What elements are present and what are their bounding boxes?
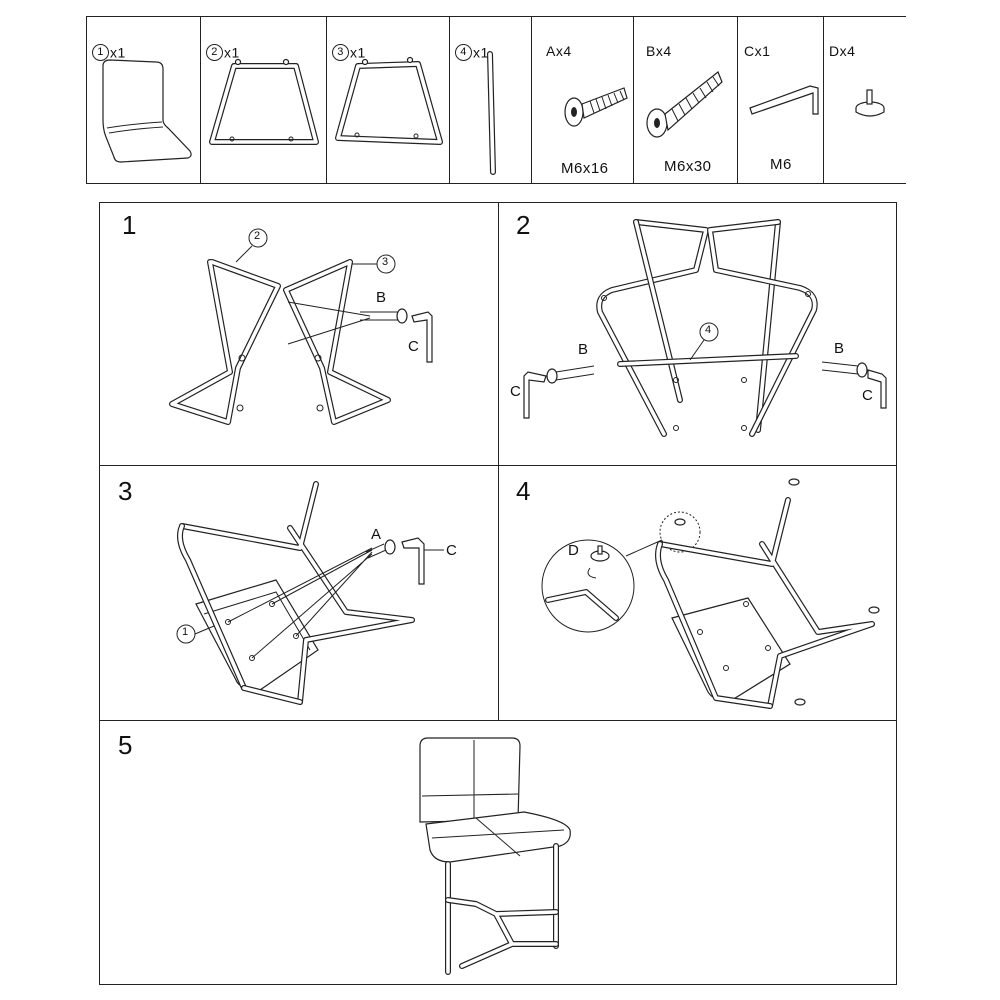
table-divider <box>531 17 532 183</box>
part-number-circle: 1 <box>92 43 109 61</box>
chair-glides-drawing <box>655 497 875 709</box>
upside-down-chair-drawing <box>177 481 415 705</box>
step-3-callout-a: A <box>371 526 382 543</box>
grid-divider-horizontal <box>99 465 897 466</box>
table-divider <box>737 17 738 183</box>
allen-key-icon <box>401 537 425 585</box>
table-divider <box>823 17 824 183</box>
table-divider <box>86 17 87 183</box>
step-2-callout-b-right: B <box>834 340 845 357</box>
rear-frame-drawing <box>283 259 391 425</box>
crossbar-icon <box>487 51 496 175</box>
hardware-c-spec: M6 <box>770 156 792 173</box>
hardware-a-code: Ax4 <box>546 43 572 59</box>
foot-glide-icon <box>674 478 880 706</box>
detail-magnifier <box>541 511 701 633</box>
step-1-callout-b: B <box>376 289 387 306</box>
bolt-a-icon <box>365 539 396 559</box>
callout-circle-4 <box>699 322 719 342</box>
table-divider <box>449 17 450 183</box>
hardware-b-code: Bx4 <box>646 43 672 59</box>
step-3-callout-c: C <box>446 542 457 559</box>
part-qty: x1 <box>473 44 489 61</box>
grid-divider-vertical <box>498 202 499 720</box>
assembled-chair-drawing <box>419 737 571 975</box>
table-divider <box>633 17 634 183</box>
table-divider <box>326 17 327 183</box>
step-1-number: 1 <box>122 210 137 240</box>
step-3-number: 3 <box>118 476 133 506</box>
hardware-d-code: Dx4 <box>829 43 856 59</box>
step-2-callout-4: 4 <box>705 324 712 336</box>
part-qty: x1 <box>110 44 126 61</box>
front-frame-drawing <box>169 259 281 425</box>
step-1-callout-c: C <box>408 338 419 355</box>
parts-drawings <box>102 51 885 175</box>
step-1-callout-2: 2 <box>254 230 261 242</box>
callout-circle-2 <box>248 228 268 248</box>
allen-key-left-icon <box>523 371 547 419</box>
step-2-number: 2 <box>516 210 531 240</box>
hardware-b-spec: M6x30 <box>664 158 712 175</box>
part-number-circle: 4 <box>455 43 472 61</box>
front-frame-icon <box>209 58 319 145</box>
step-4-number: 4 <box>516 476 531 506</box>
rear-frame-icon <box>335 56 443 145</box>
foot-glide-icon <box>855 89 885 117</box>
bolt-b-icon <box>360 308 408 324</box>
allen-key-icon <box>749 85 819 115</box>
step-5-number: 5 <box>118 730 133 760</box>
step-2-callout-b-left: B <box>578 341 589 358</box>
hardware-a-spec: M6x16 <box>561 160 609 177</box>
allen-key-icon <box>411 311 433 363</box>
table-divider <box>200 17 201 183</box>
bolt-b-right-icon <box>821 361 868 378</box>
hardware-c-code: Cx1 <box>744 43 771 59</box>
part-number-circle: 3 <box>332 43 349 61</box>
step-4-callout-d: D <box>568 542 579 559</box>
step-1-callout-3: 3 <box>382 256 389 268</box>
long-bolt-icon <box>646 71 723 138</box>
seat-icon <box>102 59 192 163</box>
bolt-b-left-icon <box>546 365 595 384</box>
part-number-circle: 2 <box>206 43 223 61</box>
grid-divider-horizontal <box>99 720 897 721</box>
step-3-callout-1: 1 <box>182 626 189 638</box>
part-qty: x1 <box>350 44 366 61</box>
allen-key-right-icon <box>867 369 887 409</box>
part-qty: x1 <box>224 44 240 61</box>
step-2-callout-c-left: C <box>510 383 521 400</box>
short-bolt-icon <box>564 87 628 127</box>
step-2-callout-c-right: C <box>862 387 873 404</box>
